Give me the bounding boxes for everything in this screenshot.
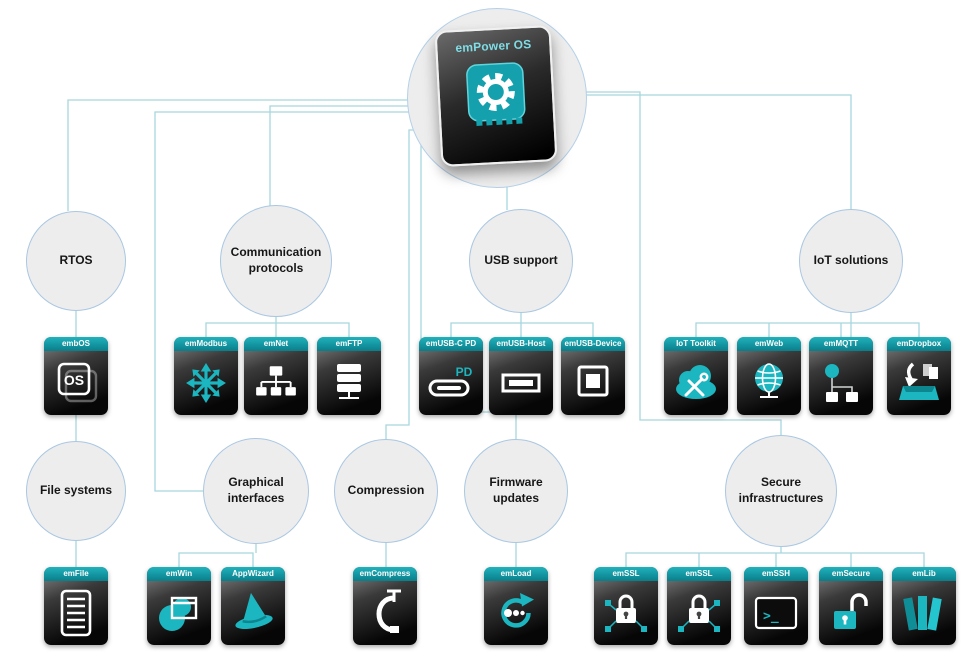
- window-person-icon: [147, 581, 211, 645]
- tile-emdropbox[interactable]: emDropbox: [887, 337, 951, 415]
- network-tree-icon: [244, 351, 308, 415]
- tile-label: IoT Toolkit: [664, 337, 728, 351]
- tile-emlib[interactable]: emLib: [892, 567, 956, 645]
- usb-device-icon: [561, 351, 625, 415]
- tile-label: emUSB-Device: [561, 337, 625, 351]
- tile-embos[interactable]: embOS OS: [44, 337, 108, 415]
- tile-label: emWin: [147, 567, 211, 581]
- tile-label: emWeb: [737, 337, 801, 351]
- category-graphical-interfaces: Graphical interfaces: [203, 438, 309, 544]
- category-label: File systems: [39, 483, 113, 498]
- category-label: Communication protocols: [230, 245, 322, 275]
- category-label: USB support: [484, 253, 558, 268]
- category-firmware-updates: Firmware updates: [464, 439, 568, 543]
- dropbox-box-icon: [887, 351, 951, 415]
- mqtt-nodes-icon: [809, 351, 873, 415]
- clamp-icon: [353, 581, 417, 645]
- globe-icon: [737, 351, 801, 415]
- tile-emusb-device[interactable]: emUSB-Device: [561, 337, 625, 415]
- tile-label: emUSB-Host: [489, 337, 553, 351]
- tile-emusb-host[interactable]: emUSB-Host: [489, 337, 553, 415]
- cloud-tools-icon: [664, 351, 728, 415]
- tile-emcompress[interactable]: emCompress: [353, 567, 417, 645]
- category-label: Compression: [347, 483, 425, 498]
- terminal-icon: >_: [744, 581, 808, 645]
- server-stack-icon: [317, 351, 381, 415]
- tile-emload[interactable]: emLoad: [484, 567, 548, 645]
- tile-label: AppWizard: [221, 567, 285, 581]
- tile-label: emCompress: [353, 567, 417, 581]
- tile-label: emUSB-C PD: [419, 337, 483, 351]
- open-padlock-icon: [819, 581, 883, 645]
- file-list-icon: [44, 581, 108, 645]
- chip-gear-icon: [466, 62, 526, 127]
- svg-text:>_: >_: [763, 609, 779, 624]
- tile-emnet[interactable]: emNet: [244, 337, 308, 415]
- padlock-network-icon: [667, 581, 731, 645]
- tile-label: emMQTT: [809, 337, 873, 351]
- usb-c-pd-icon: PD: [419, 351, 483, 415]
- category-file-systems: File systems: [26, 441, 126, 541]
- tile-label: emLoad: [484, 567, 548, 581]
- padlock-network-icon: [594, 581, 658, 645]
- books-icon: [892, 581, 956, 645]
- category-secure-infrastructures: Secure infrastructures: [725, 435, 837, 547]
- tile-label: emLib: [892, 567, 956, 581]
- tile-appwizard[interactable]: AppWizard: [221, 567, 285, 645]
- tile-emusb-c-pd[interactable]: emUSB-C PD PD: [419, 337, 483, 415]
- tile-label: emSSH: [744, 567, 808, 581]
- tile-emsecure[interactable]: emSecure: [819, 567, 883, 645]
- category-rtos: RTOS: [26, 211, 126, 311]
- tile-label: embOS: [44, 337, 108, 351]
- tile-emweb[interactable]: emWeb: [737, 337, 801, 415]
- tile-emmqtt[interactable]: emMQTT: [809, 337, 873, 415]
- svg-text:PD: PD: [456, 365, 473, 379]
- tile-label: emDropbox: [887, 337, 951, 351]
- tile-emfile[interactable]: emFile: [44, 567, 108, 645]
- category-usb-support: USB support: [469, 209, 573, 313]
- tile-label: emFTP: [317, 337, 381, 351]
- tile-emmodbus[interactable]: emModbus: [174, 337, 238, 415]
- root-label: emPower OS: [455, 37, 532, 56]
- category-communication-protocols: Communication protocols: [220, 205, 332, 317]
- category-label: IoT solutions: [813, 253, 889, 268]
- tile-emssl[interactable]: emSSL: [594, 567, 658, 645]
- category-label: RTOS: [59, 253, 93, 268]
- wizard-hat-icon: [221, 581, 285, 645]
- tile-label: emSecure: [819, 567, 883, 581]
- svg-text:OS: OS: [64, 372, 84, 388]
- tile-label: emSSL: [667, 567, 731, 581]
- usb-a-plug-icon: [489, 351, 553, 415]
- modbus-star-icon: [174, 351, 238, 415]
- tile-emftp[interactable]: emFTP: [317, 337, 381, 415]
- tile-emssl-2[interactable]: emSSL: [667, 567, 731, 645]
- tile-label: emNet: [244, 337, 308, 351]
- tile-emwin[interactable]: emWin: [147, 567, 211, 645]
- category-label: Firmware updates: [489, 475, 543, 505]
- tile-emssh[interactable]: emSSH >_: [744, 567, 808, 645]
- os-badge-icon: OS: [44, 351, 108, 415]
- category-label: Graphical interfaces: [227, 475, 285, 505]
- tile-label: emSSL: [594, 567, 658, 581]
- empower-os-box[interactable]: emPower OS: [434, 25, 558, 167]
- category-iot-solutions: IoT solutions: [799, 209, 903, 313]
- refresh-dots-icon: [484, 581, 548, 645]
- tile-iot-toolkit[interactable]: IoT Toolkit: [664, 337, 728, 415]
- category-compression: Compression: [334, 439, 438, 543]
- category-label: Secure infrastructures: [738, 475, 824, 505]
- tile-label: emFile: [44, 567, 108, 581]
- tile-label: emModbus: [174, 337, 238, 351]
